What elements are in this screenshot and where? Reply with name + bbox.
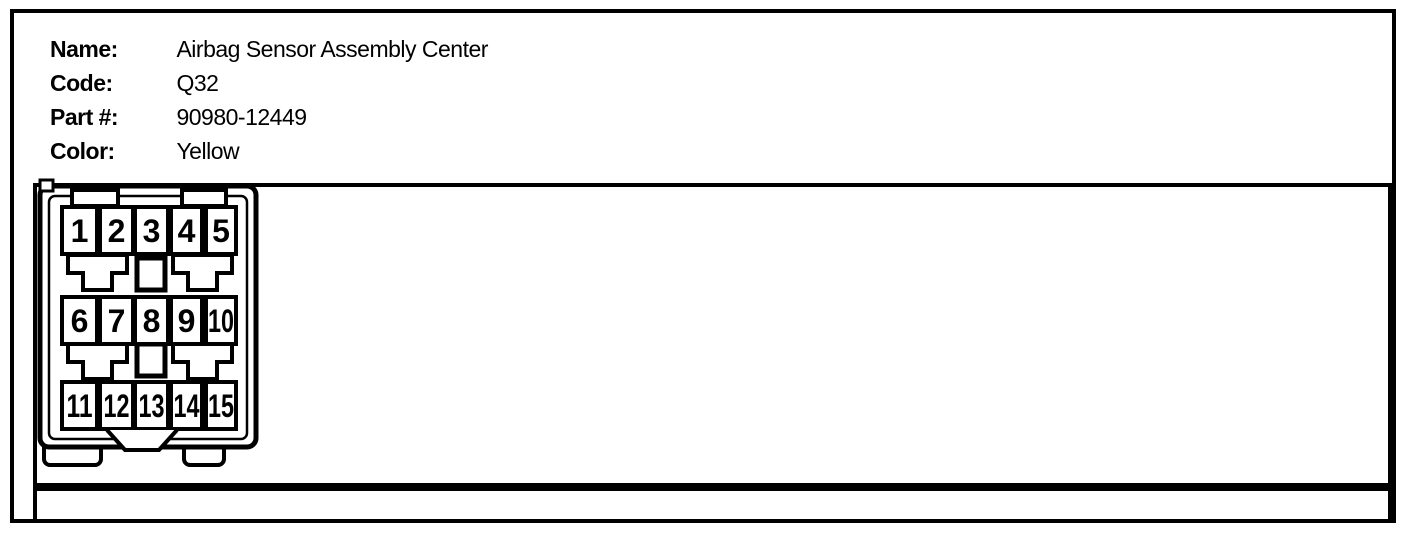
- info-row-part: Part #: 90980-12449: [50, 100, 488, 134]
- keying-socket-bottom: [134, 341, 168, 379]
- name-label: Name:: [50, 36, 118, 62]
- pin-cell-6: [60, 295, 99, 346]
- name-value: Airbag Sensor Assembly Center: [176, 36, 488, 62]
- guide-rib-top-left: [66, 253, 129, 292]
- info-row-name: Name: Airbag Sensor Assembly Center: [50, 32, 488, 66]
- pin-number-13: 13: [139, 388, 165, 424]
- pin-cell-8: [133, 295, 170, 346]
- pin-number-3: 3: [143, 213, 161, 249]
- guide-rib-top-right: [171, 253, 234, 292]
- code-label: Code:: [50, 70, 113, 96]
- pin-cell-11: [60, 380, 99, 431]
- pin-number-7: 7: [108, 303, 126, 339]
- part-number-label: Part #:: [50, 104, 119, 130]
- pin-cell-7: [98, 295, 135, 346]
- pin-number-9: 9: [178, 303, 196, 339]
- bottom-strip: [33, 487, 1392, 523]
- guide-rib-bottom-right: [171, 342, 234, 381]
- keying-socket-top: [134, 255, 168, 293]
- part-number-value: 90980-12449: [176, 104, 307, 130]
- pin-cell-14: [169, 380, 204, 431]
- pin-number-2: 2: [108, 213, 126, 249]
- pin-cell-15: [204, 380, 238, 431]
- pin-number-12: 12: [104, 388, 130, 424]
- pin-number-10: 10: [208, 303, 234, 339]
- pin-cell-2: [98, 205, 135, 256]
- color-value: Yellow: [176, 138, 240, 164]
- bottom-notch-icon: [105, 428, 179, 452]
- code-value: Q32: [176, 70, 219, 96]
- info-row-code: Code: Q32: [50, 66, 488, 100]
- connector-top-tab-right: [180, 188, 228, 208]
- pin-number-5: 5: [212, 213, 230, 249]
- color-label: Color:: [50, 138, 115, 164]
- pin-number-15: 15: [208, 388, 234, 424]
- pin-cell-5: [204, 205, 238, 256]
- diagram-panel: [33, 183, 1392, 487]
- pin-number-4: 4: [178, 213, 196, 249]
- pin-number-8: 8: [143, 303, 161, 339]
- pin-number-1: 1: [71, 213, 89, 249]
- info-row-color: Color: Yellow: [50, 134, 488, 168]
- pin-number-6: 6: [71, 303, 89, 339]
- pin-number-14: 14: [174, 388, 200, 424]
- connector-top-tab-left: [70, 188, 120, 208]
- pin-cell-4: [169, 205, 204, 256]
- connector-corner-notch: [38, 178, 55, 193]
- bottom-notch-fill: [107, 430, 177, 450]
- pin-cell-1: [60, 205, 99, 256]
- pin-cell-9: [169, 295, 204, 346]
- pin-number-11: 11: [67, 388, 93, 424]
- pin-cell-13: [133, 380, 170, 431]
- pin-cell-3: [133, 205, 170, 256]
- connector-info-header: Name: Airbag Sensor Assembly Center Code…: [50, 32, 488, 168]
- guide-rib-bottom-left: [66, 342, 129, 381]
- pin-cell-10: [204, 295, 238, 346]
